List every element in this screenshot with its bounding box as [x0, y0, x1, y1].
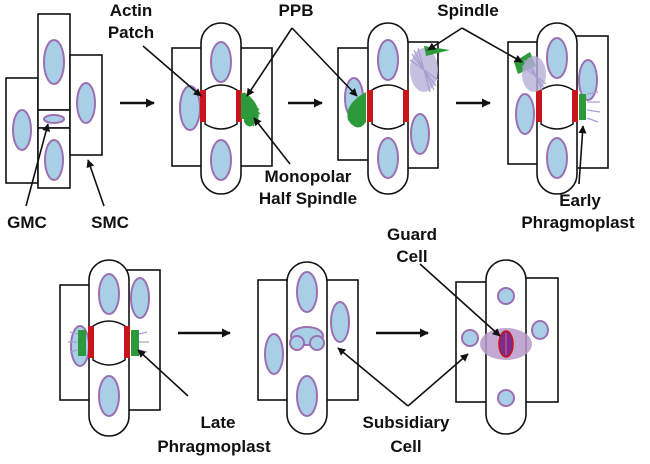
guard-cell-label-line2: Cell — [396, 247, 427, 266]
subsidiary-cell-label-line1: Subsidiary — [363, 413, 450, 432]
nucleus — [377, 39, 399, 81]
nucleus — [296, 271, 318, 313]
gmc-pointer — [25, 123, 50, 207]
stage-4-early-phragmoplast — [507, 22, 609, 195]
spindle-label: Spindle — [437, 1, 498, 20]
early-phragmoplast-pointer — [578, 125, 587, 185]
subsidiary-cell-label-line2: Cell — [390, 437, 421, 456]
actin-patch-pointer — [142, 45, 202, 97]
nucleus — [130, 277, 150, 319]
nucleus — [296, 375, 318, 417]
nucleus — [410, 113, 430, 155]
nucleus — [461, 329, 479, 347]
stage-3-spindle — [337, 22, 450, 195]
spindle-fibers — [244, 95, 261, 127]
smc-pointer — [86, 159, 105, 207]
stage-2-ppb — [171, 22, 273, 195]
gmc-nucleus — [43, 114, 65, 124]
actin-patch — [536, 90, 542, 122]
ppb-band — [241, 93, 244, 119]
stage-5-late-phragmoplast — [59, 259, 161, 437]
phragmoplast — [78, 330, 86, 356]
nucleus — [546, 37, 568, 79]
nucleus — [377, 137, 399, 179]
nucleus — [210, 139, 232, 181]
late-phragmoplast-label-line1: Late — [201, 413, 236, 432]
stage-1-gmc — [5, 13, 103, 189]
nucleus — [330, 301, 350, 343]
nucleus — [12, 109, 32, 151]
actin-patch — [236, 90, 242, 122]
actin-patch — [88, 326, 94, 358]
actin-patch-label-line2: Patch — [108, 23, 154, 42]
actin-patch — [572, 90, 578, 122]
half-spindle-pointer — [253, 117, 291, 165]
spindle-pointer — [427, 27, 463, 51]
gmc-label: GMC — [7, 213, 47, 232]
nucleus — [43, 39, 65, 85]
early-phragmoplast — [579, 94, 586, 120]
nucleus — [578, 59, 598, 101]
actin-patch — [403, 90, 409, 122]
nucleus — [546, 137, 568, 179]
ppb-pointer — [291, 27, 358, 97]
nucleus — [98, 273, 120, 315]
nucleus — [531, 320, 549, 340]
pointer-lines — [25, 27, 587, 407]
phragmoplast — [131, 330, 139, 356]
early-phragmoplast-label-line1: Early — [559, 191, 601, 210]
monopolar-label-line1: Monopolar — [265, 167, 352, 186]
subsidiary-cell-pointer — [337, 347, 409, 407]
gmc — [92, 320, 126, 366]
stage-7-guard-cells — [455, 259, 559, 435]
phragmoplast-fibers — [68, 331, 79, 353]
nucleus — [76, 82, 96, 124]
gmc — [204, 84, 238, 130]
actin-patch — [200, 90, 206, 122]
late-phragmoplast-pointer — [137, 349, 189, 397]
late-phragmoplast-label-line2: Phragmoplast — [157, 437, 271, 456]
nucleus — [98, 375, 120, 417]
spindle-fibers — [521, 57, 547, 91]
actin-patch-label-line1: Actin — [110, 1, 153, 20]
spindle-fibers — [409, 47, 439, 93]
gmc — [371, 84, 405, 130]
actin-patch — [367, 90, 373, 122]
phragmoplast-fibers — [586, 91, 601, 123]
dividing-cell — [289, 335, 305, 351]
ppb-pointer — [246, 27, 293, 97]
nucleus — [515, 93, 535, 135]
nucleus — [497, 389, 515, 407]
nucleus — [210, 41, 232, 83]
guard-cell-label-line1: Guard — [387, 225, 437, 244]
stage-6-division — [257, 261, 359, 435]
smc-label: SMC — [91, 213, 129, 232]
spindle-pointer — [461, 27, 523, 63]
stage-arrows — [120, 98, 491, 338]
monopolar-label-line2: Half Spindle — [259, 189, 357, 208]
nucleus — [264, 333, 284, 375]
nucleus — [44, 139, 64, 181]
early-phragmoplast-label-line2: Phragmoplast — [521, 213, 635, 232]
guard-cell-pointer — [419, 263, 501, 337]
nucleus — [497, 287, 515, 305]
labels: Actin Patch PPB Spindle GMC SMC Monopola… — [7, 1, 635, 456]
actin-patch — [124, 326, 130, 358]
spindle-fibers — [347, 95, 366, 125]
subsidiary-cell-pointer — [407, 353, 469, 407]
ppb-label: PPB — [279, 1, 314, 20]
dividing-cell — [309, 335, 325, 351]
gmc — [540, 84, 574, 130]
